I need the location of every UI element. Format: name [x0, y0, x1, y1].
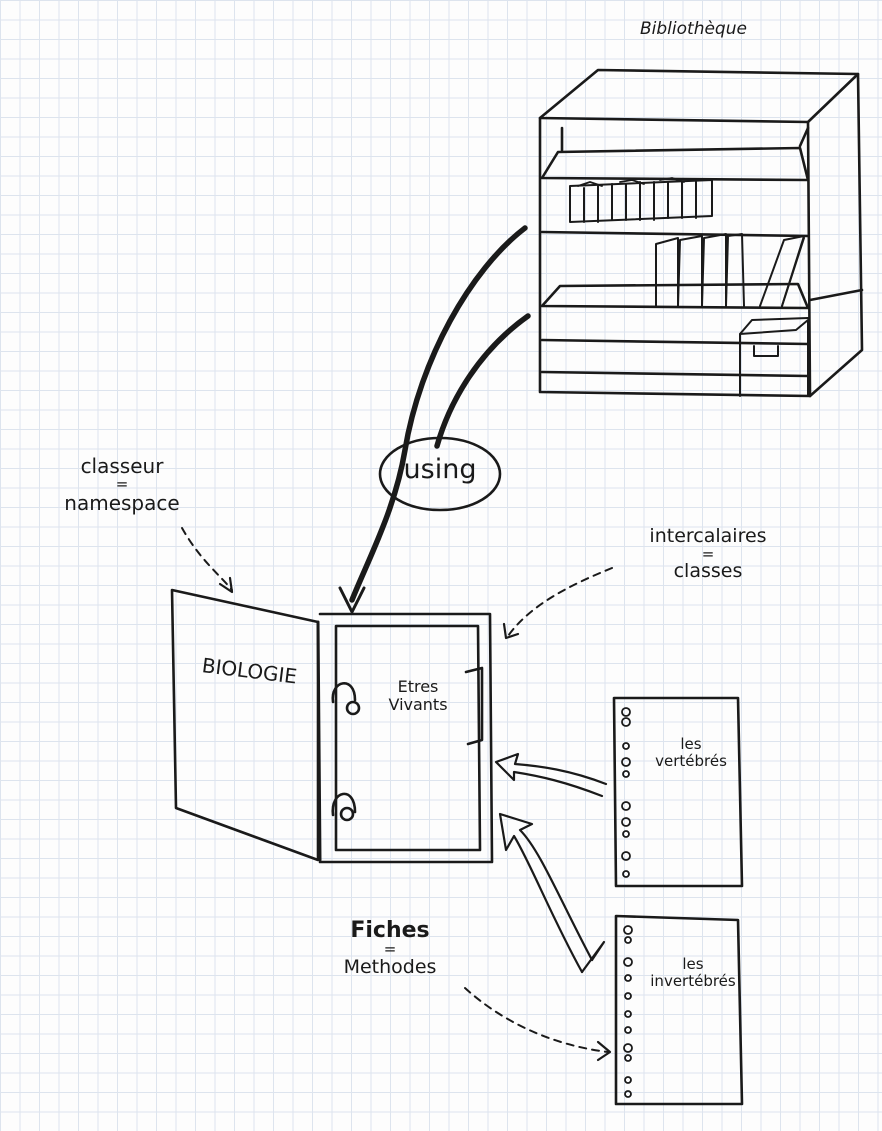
binder-illustration [172, 590, 492, 862]
using-label: using [386, 454, 494, 485]
sheet-annotation-concept: Methodes [344, 957, 437, 979]
divider-label-line2: Vivants [388, 696, 447, 714]
divider-label: Etres Vivants [378, 678, 458, 715]
divider-annotation-equals: = [702, 548, 715, 562]
binder-annotation: classeur = namespace [52, 455, 192, 515]
sheet-vertebres-line1: les [680, 736, 701, 753]
sheet-annotation-equals: = [384, 943, 397, 957]
sheet-annotation: Fiches = Methodes [330, 918, 450, 979]
binder-annotation-concept: namespace [64, 492, 179, 515]
divider-annotation-concept: classes [674, 561, 743, 583]
bookcase-illustration [540, 70, 862, 396]
sheet-invertebres-line2: invertébrés [650, 973, 735, 990]
sheet-to-binder-arrows [496, 754, 606, 972]
annotation-arrowheads [220, 578, 610, 1060]
sheet-invertebres-outline [616, 916, 742, 1104]
sheet-vertebres-line2: vertébrés [655, 753, 727, 770]
divider-annotation: intercalaires = classes [628, 526, 788, 583]
sheet-invertebres-line1: les [682, 956, 703, 973]
sheet-invertebres-holes [624, 926, 632, 1097]
divider-label-line1: Etres [398, 678, 439, 696]
sheet-vertebres-label: les vertébrés [650, 736, 732, 771]
binder-annotation-equals: = [116, 478, 129, 492]
sheet-vertebres-outline [614, 698, 742, 886]
bookcase-label: Bibliothèque [640, 20, 747, 40]
using-arrows [340, 228, 528, 612]
sheet-vertebres-holes [622, 708, 630, 877]
sheet-invertebres-label: les invertébrés [648, 956, 738, 991]
